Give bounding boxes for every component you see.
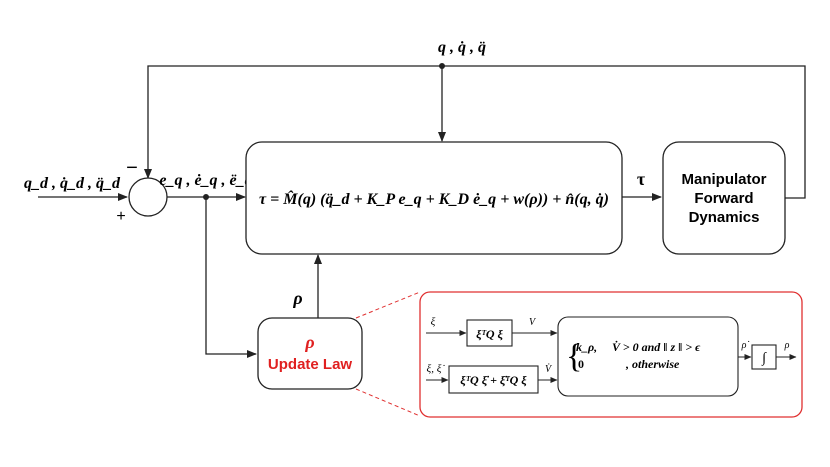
quadratic-form-block	[466, 319, 513, 347]
plus-sign: +	[116, 208, 125, 225]
piecewise-brace: {	[566, 338, 582, 375]
zoom-connector-top	[355, 291, 421, 319]
rho-dot-label: ρ̇	[741, 340, 750, 351]
error-signal-label: e_q , ė_q , ë_q	[159, 172, 252, 189]
rho-out-label: ρ	[784, 340, 790, 351]
piecewise-row1-condition: V̇ > 0 and ‖ z ‖ > ϵ	[612, 340, 701, 354]
feedback-line	[144, 65, 806, 199]
minus-sign: −	[126, 157, 138, 179]
xi-input-label: ξ	[431, 316, 436, 328]
update-law-label: Update Law	[268, 356, 353, 373]
update-law-symbol: ρ	[304, 332, 314, 352]
feedback-junction-dot	[439, 63, 445, 69]
quadratic-form-text: ξᵀQ ξ	[476, 327, 503, 341]
zoom-connector-bottom	[355, 388, 421, 417]
v-label: V	[529, 317, 537, 328]
desired-input-label: q_d , q̇_d , q̈_d	[24, 175, 121, 192]
piecewise-row2-value: 0	[578, 357, 584, 371]
manipulator-block	[662, 141, 786, 255]
feedback-signal-label: q , q̇ , q̈	[438, 39, 486, 56]
controller-equation: τ = M̂(q) (q̈_d + K_P e_q + K_D ė_q + w(…	[259, 189, 609, 208]
vdot-label: V̇	[545, 363, 553, 375]
integrator-symbol: ∫	[761, 351, 767, 366]
piecewise-row1-value: k_ρ,	[576, 340, 597, 354]
manipulator-label-line1: Manipulator	[682, 171, 767, 188]
rho-signal-label: ρ	[292, 288, 302, 308]
error-to-update-law-line	[205, 197, 257, 358]
controller-block	[245, 141, 623, 255]
manipulator-label-line3: Dynamics	[689, 209, 760, 226]
tau-output-label: τ	[637, 169, 646, 189]
manipulator-label-line2: Forward	[694, 190, 753, 207]
piecewise-row2-condition: , otherwise	[625, 357, 680, 371]
xi-xidot-input-label: ξ, ξ̇	[427, 363, 446, 375]
update-law-block	[257, 317, 363, 390]
derivative-form-text: ξᵀQ ξ̇ + ξ̇ᵀQ ξ	[460, 373, 527, 387]
